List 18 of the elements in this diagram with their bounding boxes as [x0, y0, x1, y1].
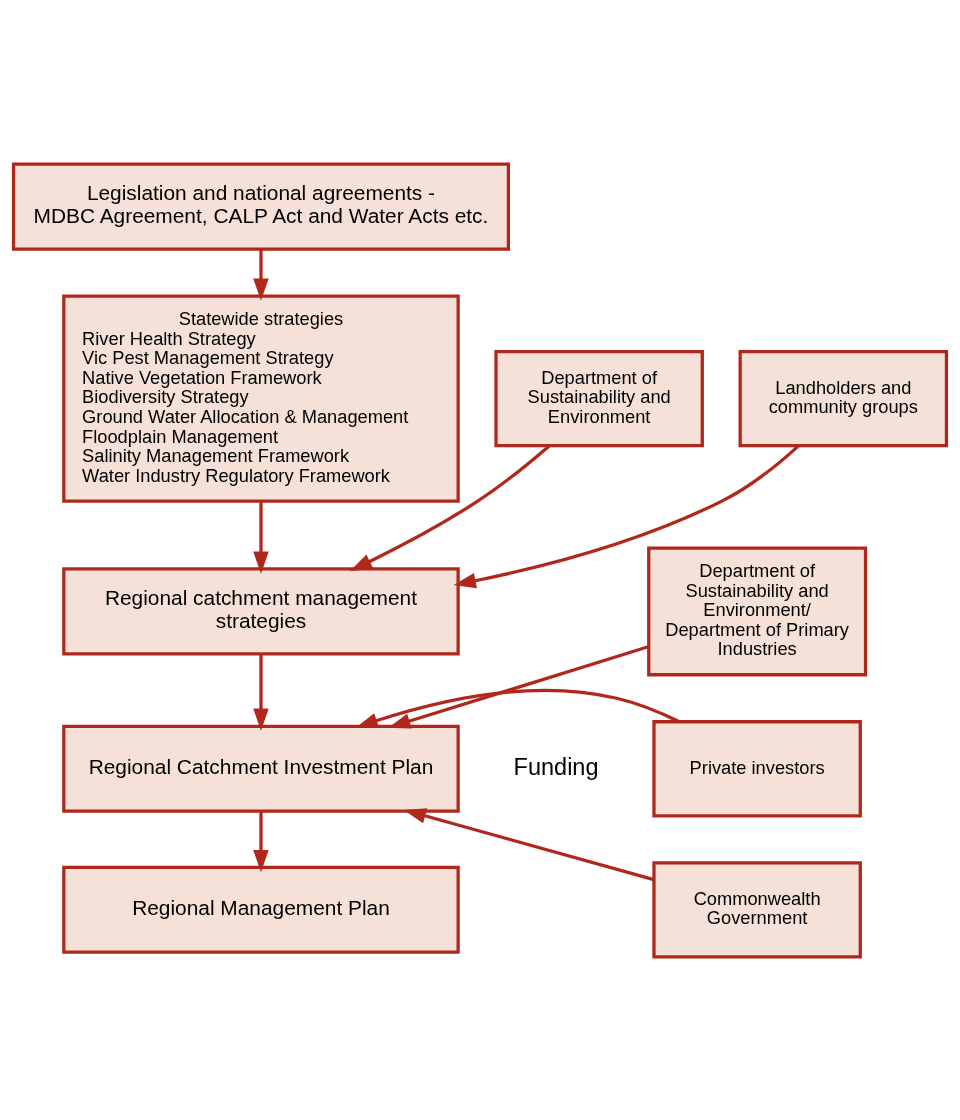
- arrow: [253, 810, 269, 872]
- node-box: Private investors: [652, 719, 862, 817]
- node-box: Landholders and community groups: [738, 349, 949, 447]
- arrow: [453, 444, 800, 588]
- label: Funding: [513, 753, 599, 779]
- arrow: [253, 500, 269, 574]
- arrow: [403, 807, 655, 881]
- node-box: Department of Sustainability and Environment: [494, 349, 704, 447]
- node-box: Regional Catchment Investment Plan: [62, 724, 460, 813]
- arrow: [253, 249, 269, 301]
- node-box: Legislation and national agreements - MDBC Agreement, CALP Act and Water Acts etc.: [11, 162, 511, 251]
- node-box: Department of Sustainability and Environment/ Department of Primary Industries: [647, 545, 868, 676]
- arrow: [253, 653, 269, 731]
- node-box: Statewide strategies River Health Strategy Vic Pest Management Strategy Native Vegetation Framework Biodiversity Strategy Ground Water Allocation & Management Floodplain Management Salinity Management Framework Water Industry Regulatory Framework: [62, 293, 460, 503]
- arrow: [349, 444, 551, 571]
- node-box: Regional Management Plan: [62, 865, 460, 954]
- node-box: Regional catchment management strategies: [62, 566, 460, 655]
- node-box: Commonwealth Government: [652, 860, 862, 958]
